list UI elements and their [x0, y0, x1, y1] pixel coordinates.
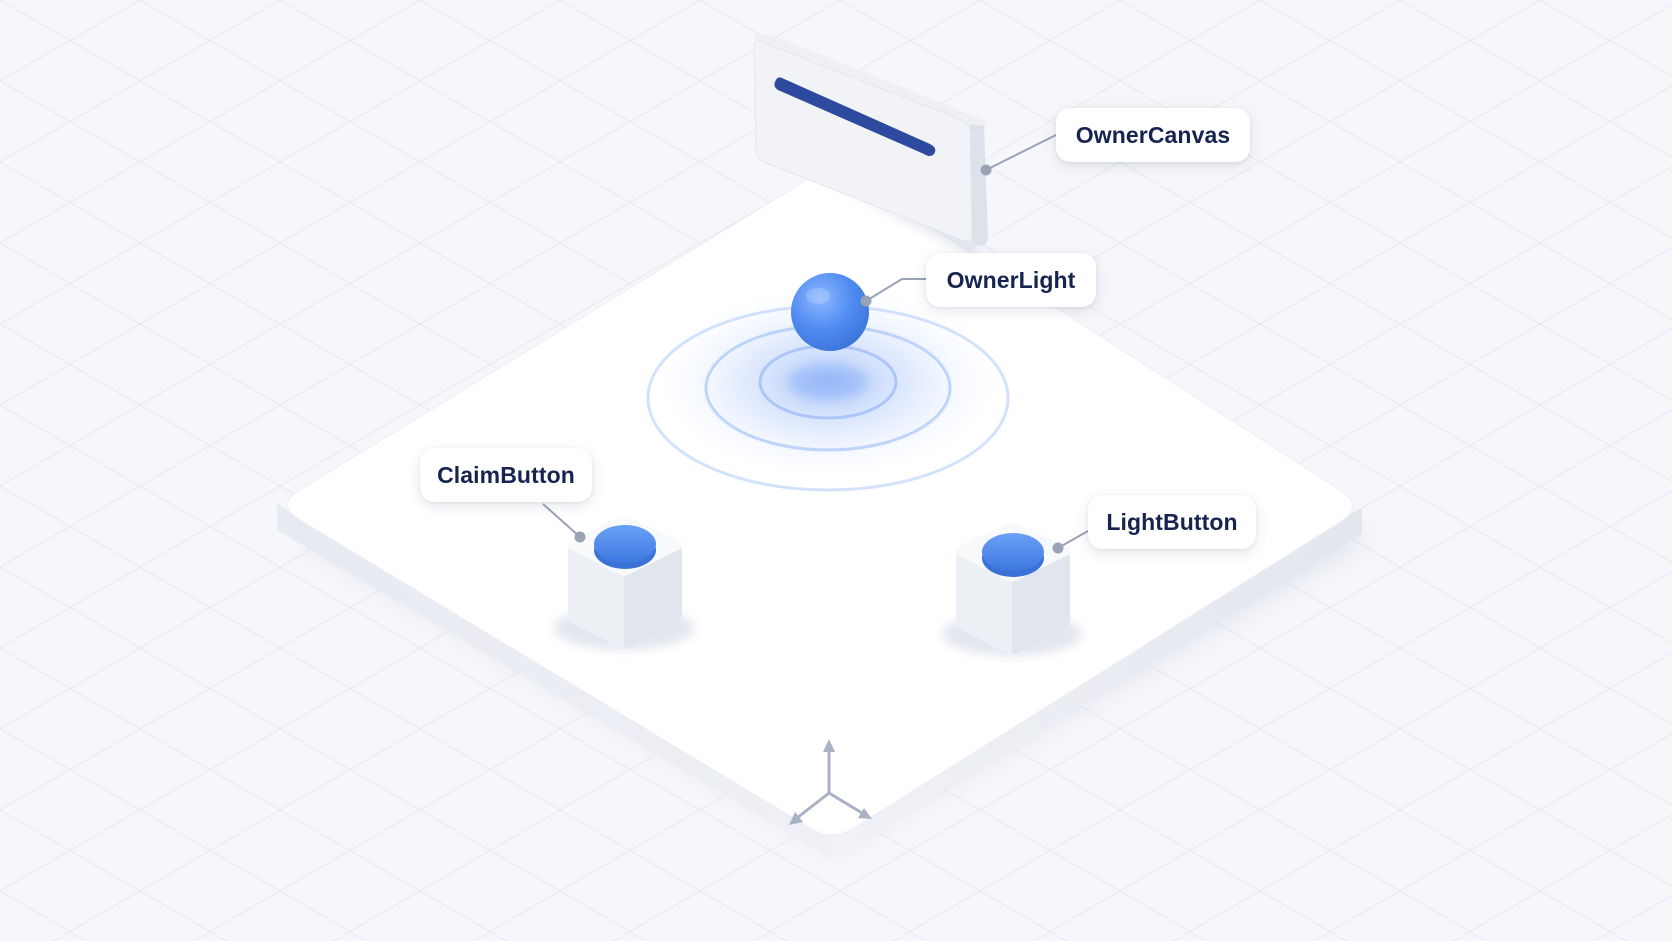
leader-dot-owner-canvas: [980, 164, 992, 176]
leader-owner-light: [865, 278, 926, 302]
canvas-top-edge: [754, 34, 987, 126]
claim-button-object[interactable]: [554, 516, 694, 651]
sphere-highlight: [806, 288, 830, 304]
claim-cube-right: [624, 548, 682, 648]
light-cube-right: [1012, 554, 1070, 654]
light-button-label: LightButton: [1088, 495, 1256, 549]
leader-dot-light-button: [1052, 542, 1064, 554]
claim-cube-left: [568, 548, 624, 648]
platform-side-right: [832, 508, 1362, 858]
axis-gizmo-icon: [789, 739, 872, 825]
canvas-side-edge: [970, 124, 988, 246]
claim-button-cap[interactable]: [594, 525, 656, 563]
owner-canvas-panel[interactable]: [753, 34, 988, 258]
owner-light-label: OwnerLight: [926, 253, 1096, 307]
leader-light-button: [1057, 530, 1089, 549]
light-cube-left: [956, 554, 1012, 654]
claim-button-label: ClaimButton: [420, 448, 592, 502]
leader-dot-claim-button: [574, 531, 586, 543]
leader-lines: [542, 134, 1089, 549]
leader-dots: [574, 164, 1064, 554]
canvas-bar: [774, 77, 936, 156]
platform-side-left: [277, 504, 832, 858]
owner-light-sphere[interactable]: [791, 273, 869, 351]
leader-claim-button: [542, 503, 581, 538]
light-glow-core: [788, 364, 868, 400]
owner-canvas-label: OwnerCanvas: [1056, 108, 1250, 162]
leader-dot-owner-light: [860, 295, 872, 307]
leader-owner-canvas: [985, 134, 1057, 171]
light-button-cap[interactable]: [982, 533, 1044, 571]
light-button-object[interactable]: [942, 522, 1082, 657]
